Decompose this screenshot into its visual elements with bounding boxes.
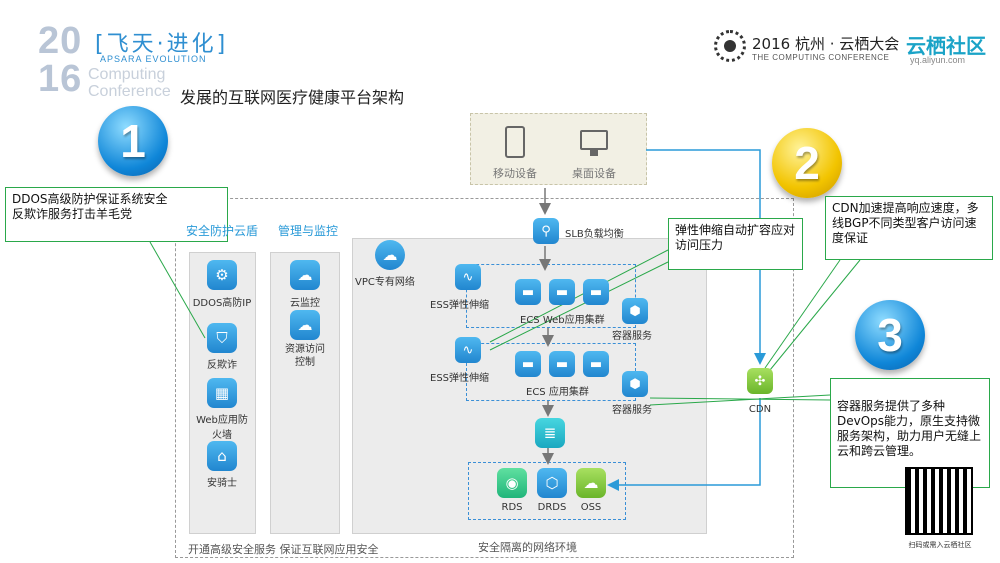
ram-cloud-icon: ☁ [290, 310, 320, 340]
web-cluster-box [466, 264, 636, 328]
monitor-item-cloudmonitor: 云监控 [290, 298, 320, 309]
conference-subtitle: THE COMPUTING CONFERENCE [752, 53, 890, 62]
ess-label-2: ESS弹性伸缩 [430, 373, 490, 384]
community-title: 云栖社区 [906, 34, 986, 58]
ecs-web-server-icon-3: ▬ [583, 279, 609, 305]
cloud-monitor-icon: ☁ [290, 260, 320, 290]
anti-fraud-shield-icon: ⛉ [207, 323, 237, 353]
ecs-app-server-icon-2: ▬ [549, 351, 575, 377]
callout-ddos: DDOS高级防护保证系统安全 反欺诈服务打击羊毛党 [5, 187, 228, 242]
footer-security-text: 开通高级安全服务 保证互联网应用安全 [188, 543, 379, 556]
ecs-app-server-icon-3: ▬ [583, 351, 609, 377]
security-item-waf: Web应用防火墙 [196, 415, 248, 441]
security-item-ddos: DDOS高防IP [192, 298, 252, 309]
cdn-label: CDN [748, 404, 772, 415]
drds-icon: ⬡ [537, 468, 567, 498]
page-title: 发展的互联网医疗健康平台架构 [180, 88, 405, 107]
monitor-panel [270, 252, 340, 534]
waf-firewall-icon: ▦ [207, 378, 237, 408]
ecs-web-server-icon-1: ▬ [515, 279, 541, 305]
community-url: yq.aliyun.com [910, 55, 966, 65]
desktop-device-label: 桌面设备 [572, 167, 616, 180]
qr-caption: 扫码或需入云栖社区 [908, 541, 972, 549]
ecs-web-label: ECS Web应用集群 [520, 315, 605, 326]
conference-title: 2016 杭州 · 云栖大会 [752, 35, 900, 53]
container-label-2: 容器服务 [612, 405, 652, 416]
container-label-1: 容器服务 [612, 331, 652, 342]
rds-icon: ◉ [497, 468, 527, 498]
conference-logo-icon [714, 30, 746, 62]
mobile-device-label: 移动设备 [493, 167, 537, 180]
qr-code [905, 467, 973, 535]
vpc-label: VPC专有网络 [355, 277, 415, 288]
logo-title: [飞天·进化] [95, 32, 229, 57]
security-item-antifraud: 反欺诈 [207, 360, 237, 371]
ess-wave-icon-2: ∿ [455, 337, 481, 363]
drds-label: DRDS [537, 502, 567, 513]
logo-subtitle: APSARA EVOLUTION [100, 54, 207, 64]
logo-line1: Computing [88, 66, 166, 83]
slb-icon: ⚲ [533, 218, 559, 244]
cdn-network-icon: ✣ [747, 368, 773, 394]
logo-year: 20 16 [38, 20, 83, 100]
callout-ess: 弹性伸缩自动扩容应对访问压力 [668, 218, 803, 270]
ecs-app-server-icon-1: ▬ [515, 351, 541, 377]
ddos-gear-icon: ⚙ [207, 260, 237, 290]
devices-panel [470, 113, 647, 185]
rds-label: RDS [501, 502, 523, 513]
oss-label: OSS [580, 502, 602, 513]
footer-network-text: 安全隔离的网络环境 [478, 541, 577, 554]
step-number-3: 3 [855, 300, 925, 370]
desktop-stand-icon [590, 150, 598, 156]
step-number-2: 2 [772, 128, 842, 198]
security-item-hostguard: 安骑士 [207, 478, 237, 489]
ecs-web-server-icon-2: ▬ [549, 279, 575, 305]
step-number-1: 1 [98, 106, 168, 176]
monitor-item-ram: 资源访问控制 [285, 344, 325, 368]
monitor-title: 管理与监控 [278, 224, 339, 238]
ess-label-1: ESS弹性伸缩 [430, 300, 490, 311]
oss-icon: ☁ [576, 468, 606, 498]
vpc-cloud-icon: ☁ [375, 240, 405, 270]
outer-boundary [175, 198, 794, 558]
mobile-device-icon [505, 126, 525, 158]
logo-line2: Conference [88, 83, 171, 100]
callout-cdn: CDN加速提高响应速度，多线BGP不同类型客户访问速度保证 [825, 196, 993, 260]
host-guard-icon: ⌂ [207, 441, 237, 471]
slb-label: SLB负载均衡 [565, 229, 624, 240]
security-title: 安全防护云盾 [186, 224, 259, 238]
container-cube-icon-2: ⬢ [622, 371, 648, 397]
container-cube-icon-1: ⬢ [622, 298, 648, 324]
database-stack-icon: ≣ [535, 418, 565, 448]
ecs-app-label: ECS 应用集群 [526, 387, 589, 398]
desktop-device-icon [580, 130, 608, 150]
ess-wave-icon-1: ∿ [455, 264, 481, 290]
